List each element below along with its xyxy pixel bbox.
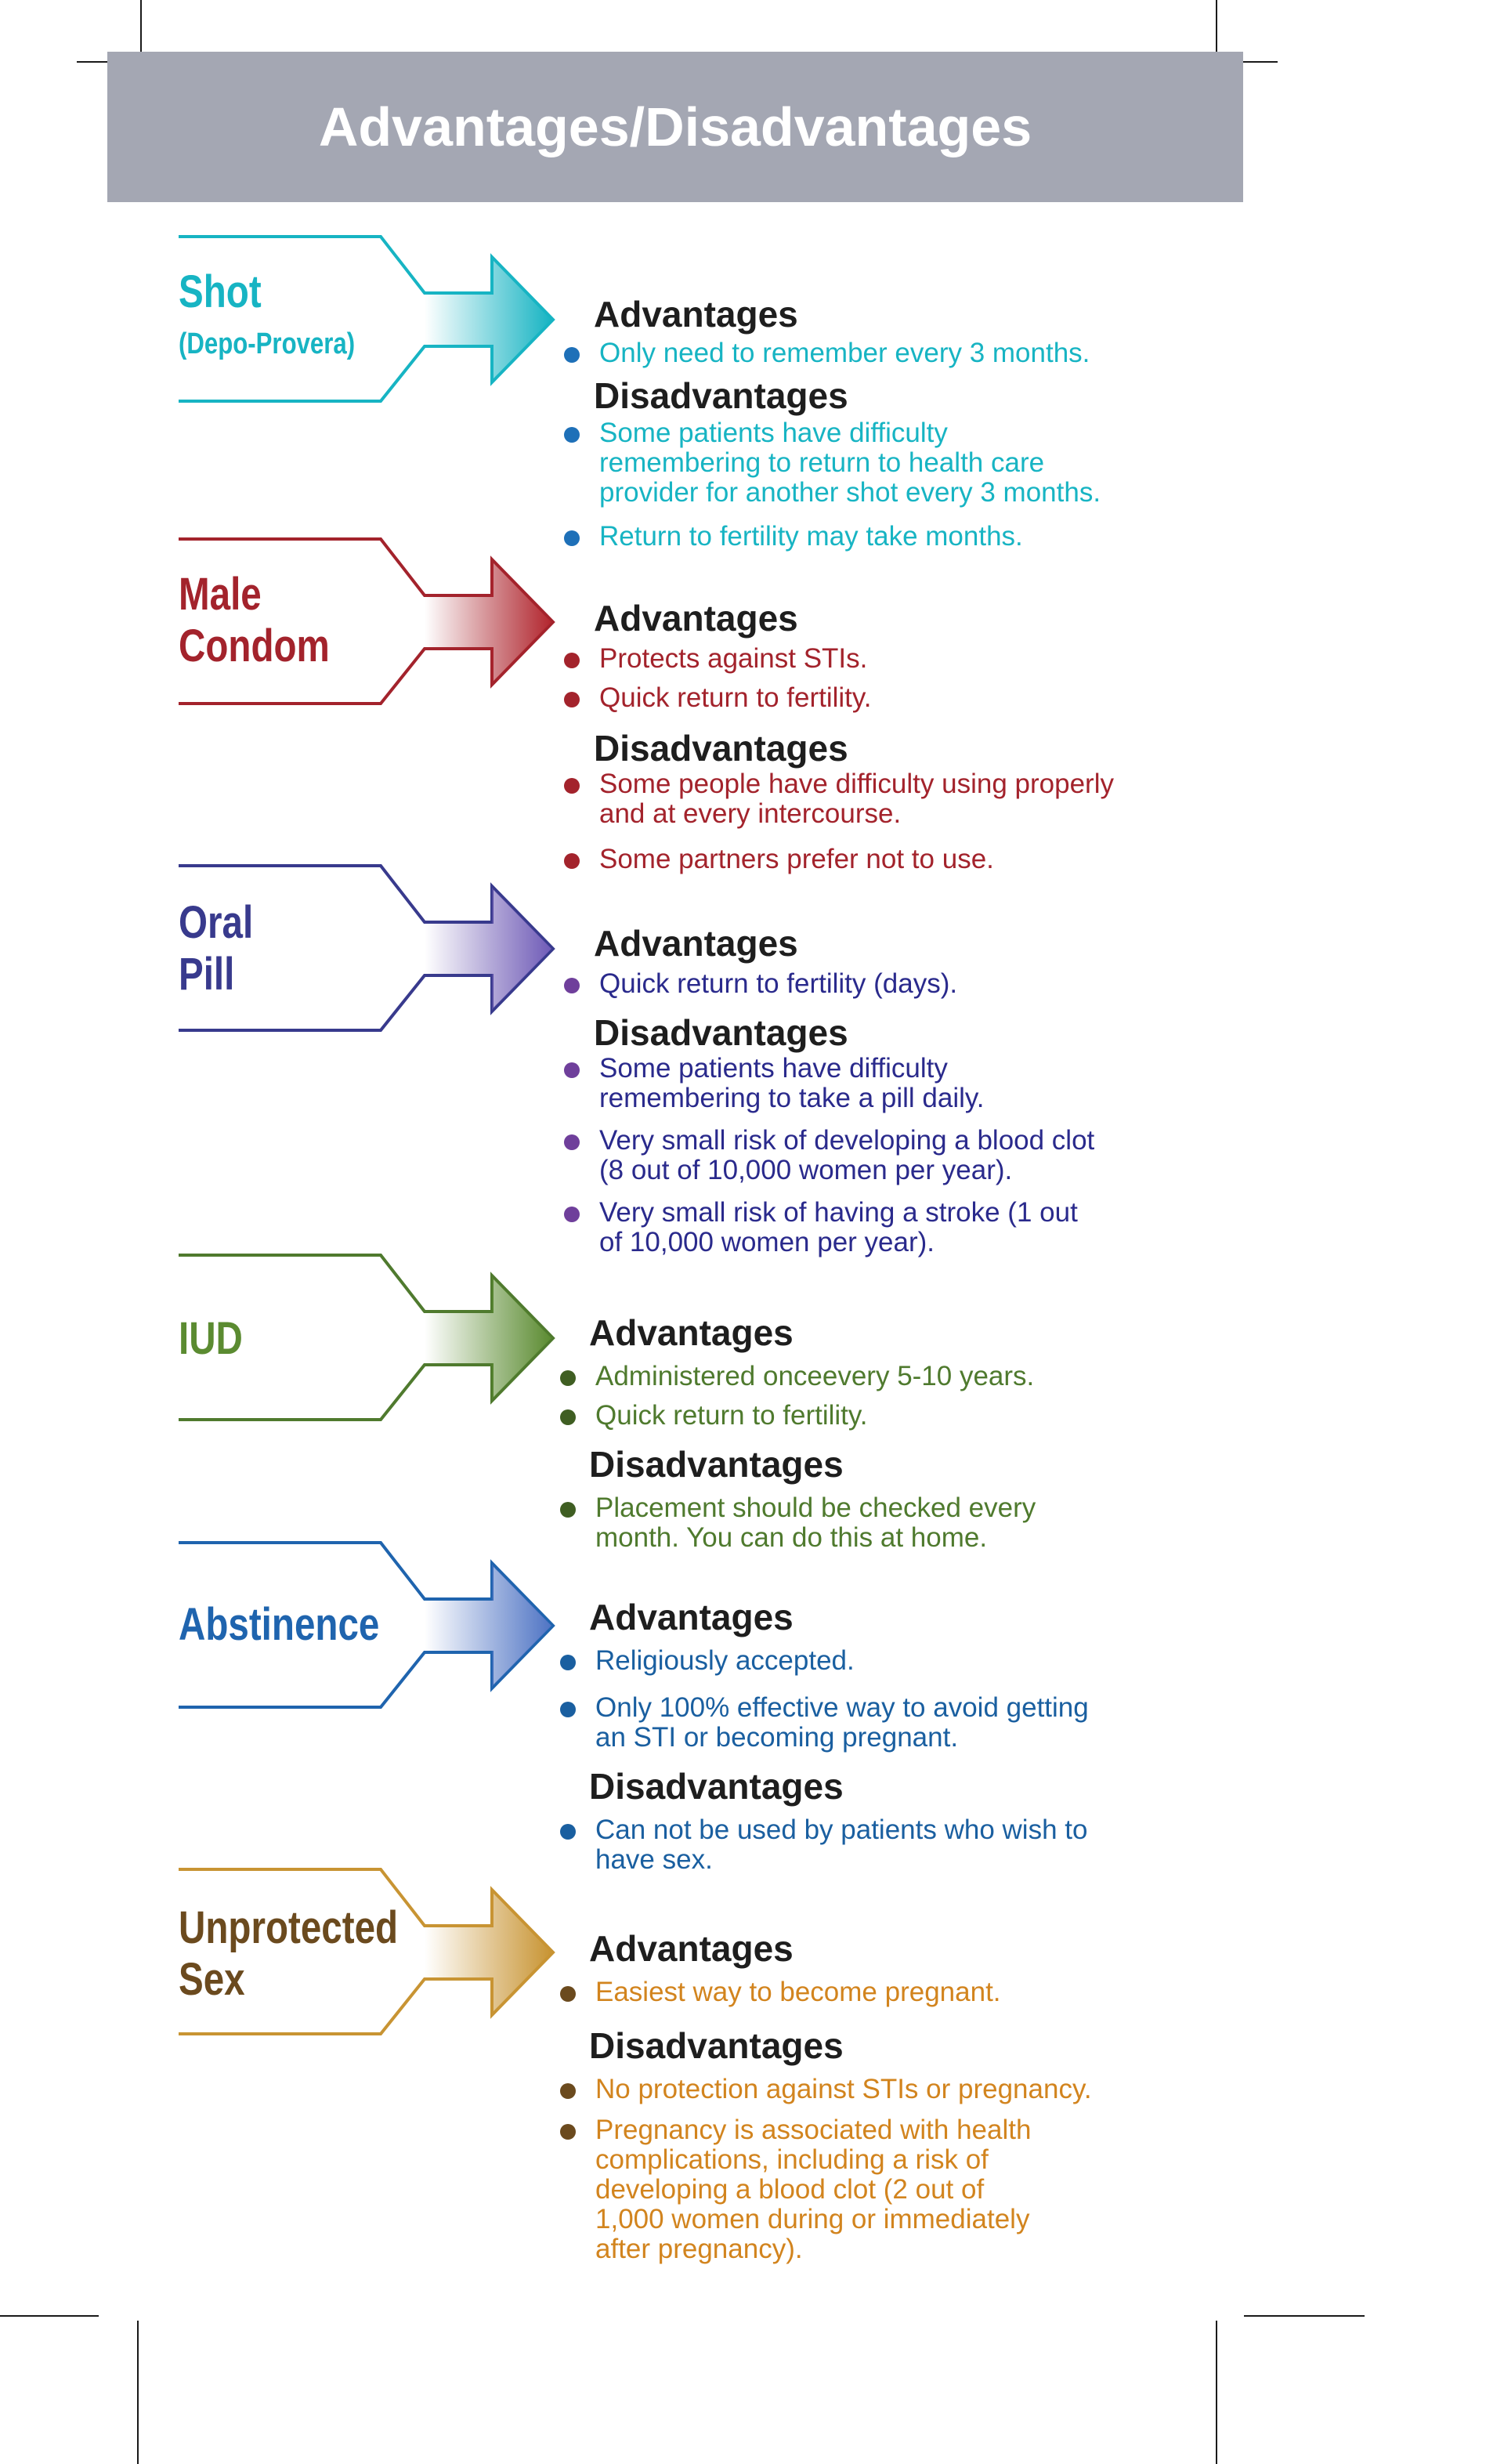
bullet-icon xyxy=(560,1502,576,1518)
bullet-icon xyxy=(560,2124,576,2140)
disadvantages-heading: Disadvantages xyxy=(594,728,848,769)
disadvantages-heading: Disadvantages xyxy=(594,1012,848,1053)
bullet-icon xyxy=(560,1655,576,1670)
list-item: Very small risk of having a stroke (1 ou… xyxy=(564,1198,1078,1257)
list-item: Religiously accepted. xyxy=(560,1646,855,1676)
arrow-callout-icon xyxy=(179,1868,555,2035)
bullet-icon xyxy=(560,2083,576,2099)
crop-mark xyxy=(77,61,108,63)
crop-mark xyxy=(1216,0,1217,52)
disadvantages-heading: Disadvantages xyxy=(589,1444,844,1485)
advantages-heading: Advantages xyxy=(589,1928,794,1969)
list-item: Can not be used by patients who wish to … xyxy=(560,1815,1087,1875)
bullet-icon xyxy=(564,692,580,707)
list-item: Quick return to fertility. xyxy=(560,1401,868,1431)
bullet-icon xyxy=(564,1134,580,1150)
crop-mark xyxy=(1243,61,1278,63)
crop-mark xyxy=(1216,2321,1217,2464)
page-title: Advantages/Disadvantages xyxy=(318,96,1032,157)
bullet-icon xyxy=(560,1409,576,1425)
list-item: Only 100% effective way to avoid getting… xyxy=(560,1693,1089,1753)
advantages-heading: Advantages xyxy=(594,598,798,639)
list-item: Pregnancy is associated with health comp… xyxy=(560,2115,1031,2264)
method-name: Unprotected Sex xyxy=(179,1902,399,2005)
method-name: Male Condom xyxy=(179,569,330,671)
bullet-icon xyxy=(564,427,580,443)
arrow-callout-icon xyxy=(179,1254,555,1421)
crop-mark xyxy=(137,2321,139,2464)
bullet-icon xyxy=(564,1062,580,1078)
list-item: Administered onceevery 5-10 years. xyxy=(560,1362,1034,1391)
bullet-icon xyxy=(564,347,580,363)
bullet-icon xyxy=(564,1207,580,1222)
list-item: Quick return to fertility (days). xyxy=(564,969,957,999)
advantages-heading: Advantages xyxy=(594,923,798,964)
bullet-icon xyxy=(564,530,580,546)
bullet-icon xyxy=(564,778,580,794)
list-item: Easiest way to become pregnant. xyxy=(560,1977,1001,2007)
list-item: Protects against STIs. xyxy=(564,644,867,674)
list-item: Some patients have difficulty rememberin… xyxy=(564,1054,985,1113)
arrow-callout-icon xyxy=(179,1541,555,1709)
crop-mark xyxy=(0,2315,99,2317)
advantages-heading: Advantages xyxy=(589,1312,794,1353)
crop-mark xyxy=(1244,2315,1365,2317)
list-item: Quick return to fertility. xyxy=(564,683,872,713)
list-item: Some patients have difficulty rememberin… xyxy=(564,418,1101,508)
disadvantages-heading: Disadvantages xyxy=(594,375,848,416)
list-item: No protection against STIs or pregnancy. xyxy=(560,2075,1092,2104)
method-subname: (Depo-Provera) xyxy=(179,327,356,360)
bullet-icon xyxy=(564,978,580,993)
bullet-icon xyxy=(560,1702,576,1717)
disadvantages-heading: Disadvantages xyxy=(589,1766,844,1807)
bullet-icon xyxy=(560,1824,576,1840)
arrow-callout-icon xyxy=(179,864,555,1032)
method-name: Abstinence xyxy=(179,1599,380,1650)
advantages-heading: Advantages xyxy=(594,294,798,335)
arrow-callout-icon xyxy=(179,537,555,705)
bullet-icon xyxy=(564,653,580,668)
method-name: Shot xyxy=(179,266,262,317)
bullet-icon xyxy=(560,1370,576,1386)
bullet-icon xyxy=(564,853,580,869)
crop-mark xyxy=(140,0,142,52)
list-item: Only need to remember every 3 months. xyxy=(564,338,1090,368)
method-name: Oral Pill xyxy=(179,897,254,1000)
disadvantages-heading: Disadvantages xyxy=(589,2025,844,2066)
list-item: Very small risk of developing a blood cl… xyxy=(564,1126,1094,1185)
arrow-callout-icon xyxy=(179,235,555,403)
list-item: Return to fertility may take months. xyxy=(564,522,1023,552)
list-item: Some partners prefer not to use. xyxy=(564,845,994,874)
list-item: Some people have difficulty using proper… xyxy=(564,769,1114,829)
title-banner: Advantages/Disadvantages xyxy=(107,52,1243,202)
list-item: Placement should be checked every month.… xyxy=(560,1493,1036,1553)
advantages-heading: Advantages xyxy=(589,1597,794,1637)
bullet-icon xyxy=(560,1986,576,2002)
method-name: IUD xyxy=(179,1313,243,1364)
